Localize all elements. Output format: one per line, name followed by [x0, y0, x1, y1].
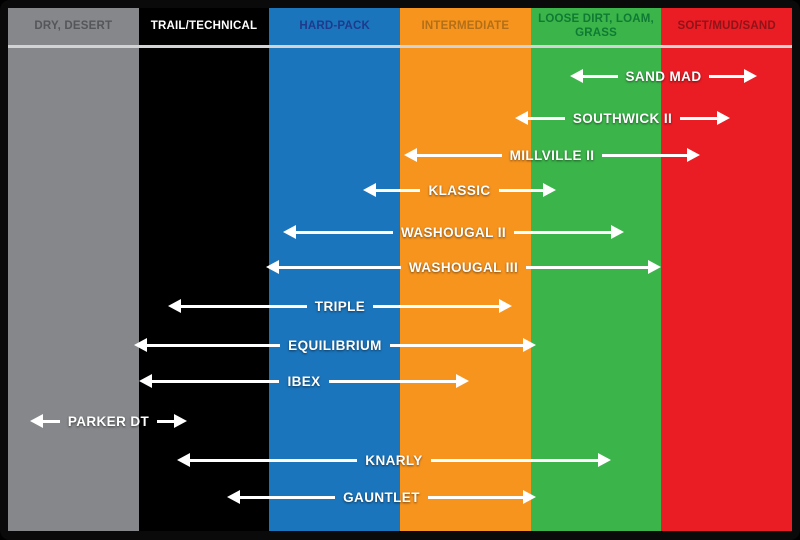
tire-arrow-millville-ii: MILLVILLE II: [404, 145, 701, 165]
tire-arrows-layer: SAND MAD SOUTHWICK II MILLVILLE II KLASSIC W…: [8, 8, 792, 531]
arrow-right-head-icon: [744, 69, 758, 83]
arrow-line: [43, 419, 60, 423]
arrow-left-head-icon: [515, 111, 528, 125]
tire-label: GAUNTLET: [343, 489, 420, 505]
arrow-line: [427, 495, 524, 499]
terrain-column-header: LOOSE DIRT, LOAM, GRASS: [538, 12, 654, 39]
arrow-right-head-icon: [499, 299, 512, 313]
arrow-line: [430, 458, 599, 462]
terrain-column-header: INTERMEDIATE: [421, 19, 510, 32]
tire-label: MILLVILLE II: [509, 147, 595, 163]
arrow-line: [528, 116, 565, 120]
tire-arrow-parker-dt: PARKER DT: [30, 411, 188, 431]
arrow-right-head-icon: [598, 453, 612, 467]
tire-label: SAND MAD: [625, 68, 702, 84]
arrow-line: [152, 379, 280, 383]
arrow-right-head-icon: [523, 338, 536, 352]
arrow-line: [417, 153, 502, 157]
tire-label: KLASSIC: [428, 182, 491, 198]
arrow-right-head-icon: [174, 414, 188, 428]
arrow-line: [279, 265, 401, 269]
tire-label: IBEX: [287, 373, 321, 389]
arrow-line: [680, 116, 718, 120]
arrow-line: [157, 419, 175, 423]
arrow-line: [709, 74, 745, 78]
arrow-line: [147, 343, 281, 347]
arrow-line: [328, 379, 457, 383]
arrow-right-head-icon: [648, 260, 661, 274]
arrow-line: [526, 265, 648, 269]
tire-arrow-triple: TRIPLE: [168, 296, 512, 316]
arrow-line: [376, 188, 421, 192]
arrow-left-head-icon: [30, 414, 43, 428]
tire-arrow-knarly: KNARLY: [177, 450, 612, 470]
terrain-board: DRY, DESERT TRAIL/TECHNICAL HARD-PACK INTER…: [8, 8, 793, 531]
terrain-column-5: LOOSE DIRT, LOAM, GRASS: [530, 8, 662, 531]
tire-arrow-washougal-iii: WASHOUGAL III: [266, 257, 661, 277]
tire-arrow-southwick-ii: SOUTHWICK II: [515, 108, 731, 128]
arrow-line: [181, 304, 307, 308]
terrain-column-1: DRY, DESERT: [8, 8, 139, 531]
terrain-column-3: HARD-PACK: [269, 8, 401, 531]
tire-label: WASHOUGAL III: [408, 259, 519, 275]
tire-arrow-washougal-ii: WASHOUGAL II: [283, 222, 624, 242]
arrow-right-head-icon: [523, 490, 537, 504]
tire-arrow-klassic: KLASSIC: [363, 180, 556, 200]
arrow-left-head-icon: [283, 225, 296, 239]
arrow-right-head-icon: [717, 111, 731, 125]
arrow-line: [296, 230, 393, 234]
arrow-right-head-icon: [456, 374, 470, 388]
header-divider: [8, 45, 792, 48]
terrain-column-6: SOFT/MUD/SAND: [661, 8, 793, 531]
arrow-right-head-icon: [687, 148, 701, 162]
arrow-line: [373, 304, 499, 308]
arrow-left-head-icon: [404, 148, 417, 162]
tire-label: TRIPLE: [314, 298, 366, 314]
arrow-left-head-icon: [177, 453, 190, 467]
tire-arrow-gauntlet: GAUNTLET: [227, 487, 537, 507]
tire-label: EQUILIBRIUM: [288, 337, 382, 353]
arrow-left-head-icon: [363, 183, 376, 197]
arrow-line: [240, 495, 336, 499]
arrow-line: [190, 458, 358, 462]
arrow-left-head-icon: [139, 374, 152, 388]
terrain-column-header: DRY, DESERT: [34, 19, 113, 32]
arrow-right-head-icon: [611, 225, 624, 239]
arrow-line: [498, 188, 543, 192]
terrain-column-2: TRAIL/TECHNICAL: [138, 8, 270, 531]
tire-label: KNARLY: [365, 452, 423, 468]
arrow-left-head-icon: [227, 490, 240, 504]
tire-arrow-equilibrium: EQUILIBRIUM: [134, 335, 536, 355]
terrain-column-header: SOFT/MUD/SAND: [677, 19, 776, 32]
arrow-left-head-icon: [570, 69, 583, 83]
terrain-column-4: INTERMEDIATE: [400, 8, 531, 531]
arrow-line: [583, 74, 618, 78]
tire-label: WASHOUGAL II: [400, 224, 507, 240]
tire-label: SOUTHWICK II: [572, 110, 673, 126]
arrow-left-head-icon: [266, 260, 279, 274]
arrow-line: [602, 153, 688, 157]
tire-arrow-sand-mad: SAND MAD: [570, 66, 758, 86]
tire-label: PARKER DT: [67, 413, 150, 429]
arrow-right-head-icon: [543, 183, 556, 197]
arrow-left-head-icon: [168, 299, 181, 313]
terrain-columns: DRY, DESERT TRAIL/TECHNICAL HARD-PACK INTER…: [8, 8, 793, 531]
arrow-left-head-icon: [134, 338, 147, 352]
arrow-line: [514, 230, 611, 234]
terrain-column-header: HARD-PACK: [299, 19, 370, 32]
terrain-column-header: TRAIL/TECHNICAL: [150, 19, 258, 32]
tire-arrow-ibex: IBEX: [139, 371, 470, 391]
arrow-line: [389, 343, 523, 347]
